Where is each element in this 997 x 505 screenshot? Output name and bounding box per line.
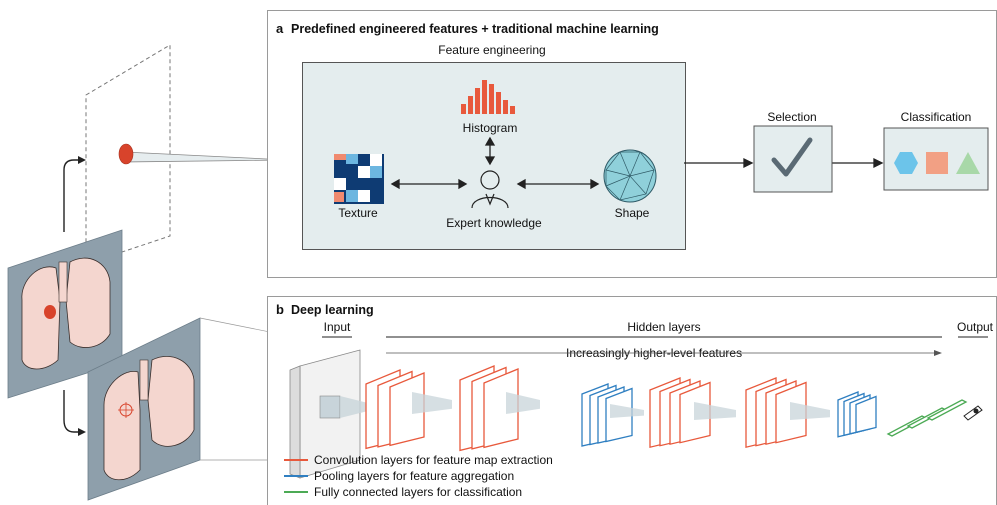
tumor-closeup — [118, 143, 134, 165]
shape-label: Shape — [614, 206, 650, 220]
shape-icon — [603, 149, 657, 203]
histogram-label: Histogram — [462, 121, 518, 135]
expert-label: Expert knowledge — [446, 216, 542, 230]
arrow-to-panel-a — [63, 159, 82, 232]
output-label: Output — [956, 320, 994, 334]
texture-label: Texture — [338, 206, 378, 220]
selection-box — [753, 125, 833, 193]
panel-b-title: Deep learning — [291, 303, 374, 317]
classification-label: Classification — [900, 110, 972, 124]
panel-a-letter: a — [276, 21, 284, 36]
expert-icon — [471, 170, 509, 209]
features-arrow-head — [934, 350, 942, 356]
panel-a-title: Predefined engineered features + traditi… — [291, 22, 659, 36]
pool-layer — [855, 395, 877, 434]
lung-left-bottom — [103, 371, 141, 481]
selection-label: Selection — [767, 110, 817, 124]
zoom-plane — [85, 44, 171, 265]
legend-swatch-fully-connected — [284, 491, 308, 493]
panel-b-letter: b — [276, 302, 284, 317]
conv-layer — [483, 368, 519, 449]
legend-swatch-pooling — [284, 475, 308, 477]
receptive-field — [790, 402, 830, 420]
conv-layer — [389, 372, 425, 447]
output-node — [963, 405, 983, 421]
lung-right-top — [65, 257, 111, 348]
network-layers — [365, 365, 983, 452]
hexagon-icon — [894, 152, 918, 174]
fully-connected-layer — [926, 399, 968, 421]
feature-engineering-label: Feature engineering — [438, 43, 546, 57]
receptive-field — [412, 392, 452, 414]
legend-label-fully-connected: Fully connected layers for classificatio… — [314, 485, 523, 499]
histogram-icon — [461, 80, 515, 114]
legend-swatch-convolution — [284, 459, 308, 461]
arrow-to-panel-b — [63, 390, 80, 433]
legend-label-pooling: Pooling layers for feature aggregation — [314, 469, 515, 483]
output-dot — [973, 408, 979, 414]
receptive-field — [610, 404, 644, 418]
texture-icon — [334, 154, 384, 204]
receptive-field — [694, 402, 736, 420]
pipeline-arrows — [684, 157, 884, 169]
triangle-icon — [956, 152, 980, 174]
input-label: Input — [323, 320, 351, 334]
tumor-top — [44, 305, 56, 319]
legend-label-convolution: Convolution layers for feature map extra… — [314, 453, 553, 467]
checkmark-icon — [771, 137, 813, 177]
feature-arrows — [390, 136, 600, 190]
receptive-field — [506, 392, 540, 414]
square-icon — [926, 152, 948, 174]
hidden-layers-label: Hidden layers — [627, 320, 701, 334]
lung-right-bottom — [147, 355, 195, 447]
